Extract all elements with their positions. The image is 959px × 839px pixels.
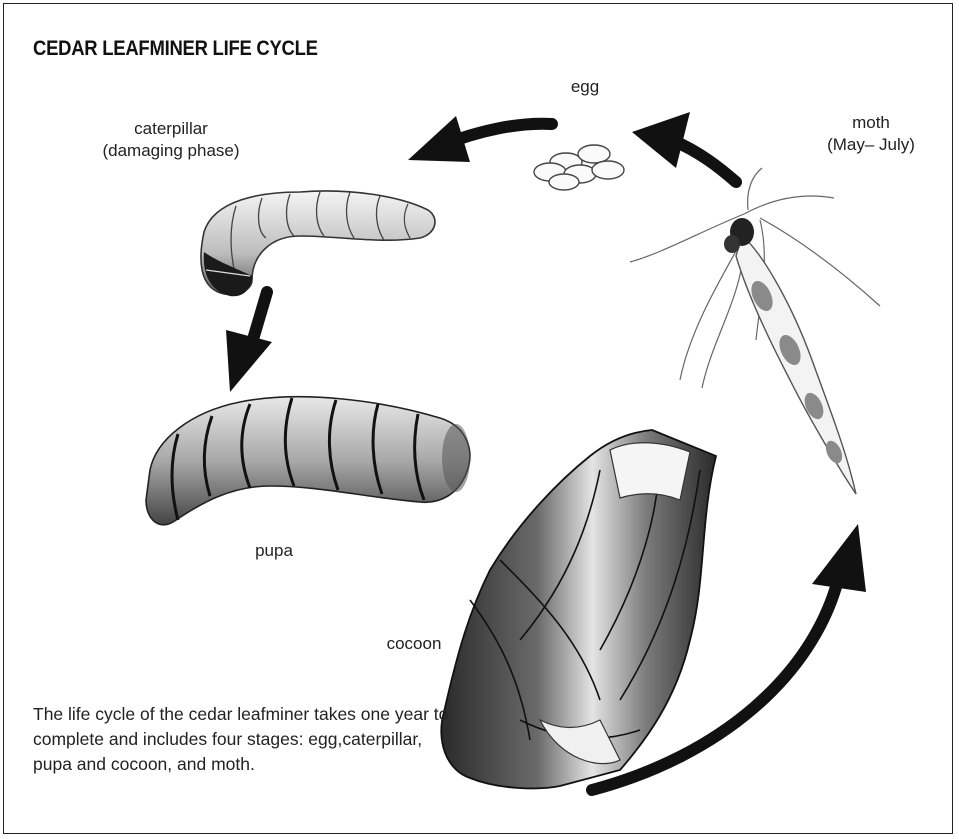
caterpillar-illustration [201,191,435,296]
cocoon-label: cocoon [378,633,450,655]
egg-cluster [534,145,624,190]
moth-label: moth (May– July) [806,112,936,156]
cocoon-illustration [441,430,716,788]
cocoon-label-text: cocoon [387,634,442,653]
egg-label-text: egg [571,77,599,96]
arrow-caterpillar-to-pupa [226,292,272,392]
pupa-label: pupa [244,540,304,562]
page-title: CEDAR LEAFMINER LIFE CYCLE [33,37,318,61]
moth-label-text: moth [806,112,936,134]
egg-label: egg [555,76,615,98]
caption-text: The life cycle of the cedar leafminer ta… [33,702,463,777]
arrow-moth-to-egg [632,112,736,182]
moth-sublabel-text: (May– July) [806,134,936,156]
caterpillar-sublabel-text: (damaging phase) [76,140,266,162]
caterpillar-label: caterpillar (damaging phase) [76,118,266,162]
caterpillar-label-text: caterpillar [76,118,266,140]
arrow-egg-to-caterpillar [408,116,552,162]
pupa-illustration [146,397,470,525]
pupa-label-text: pupa [255,541,293,560]
